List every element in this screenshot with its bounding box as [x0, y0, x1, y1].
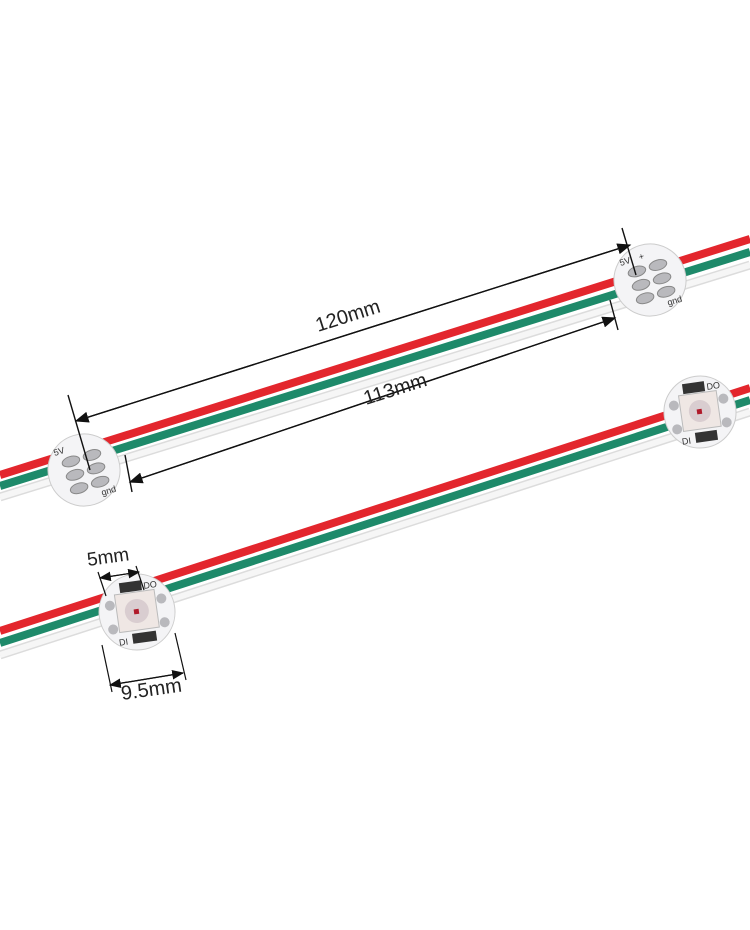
dimension-113mm [124, 299, 619, 493]
pcb-gnd-label: gnd [100, 484, 117, 498]
dimension-9-5mm-label: 9.5mm [120, 675, 184, 705]
led-node-front-left: DO DI [98, 573, 176, 651]
pcb-node-back-left: 5V gnd [47, 433, 121, 507]
dimension-5mm-label: 5mm [86, 544, 131, 571]
dimension-120mm [67, 227, 637, 471]
pcb-5v-label: 5V [52, 445, 65, 458]
pcb-gnd-label: gnd [666, 294, 683, 308]
pcb-do-label: DO [143, 579, 158, 591]
dimension-5mm [97, 565, 145, 597]
pcb-di-label: DI [118, 637, 128, 648]
dimension-9-5mm [101, 632, 187, 693]
pcb-5v-label: 5V [618, 255, 631, 268]
led-node-front-right: DO DI [663, 375, 737, 449]
pcb-do-label: DO [706, 380, 721, 392]
pcb-di-label: DI [681, 436, 691, 447]
pcb-plus-label: + [637, 251, 645, 262]
dimension-120mm-label: 120mm [313, 296, 383, 337]
